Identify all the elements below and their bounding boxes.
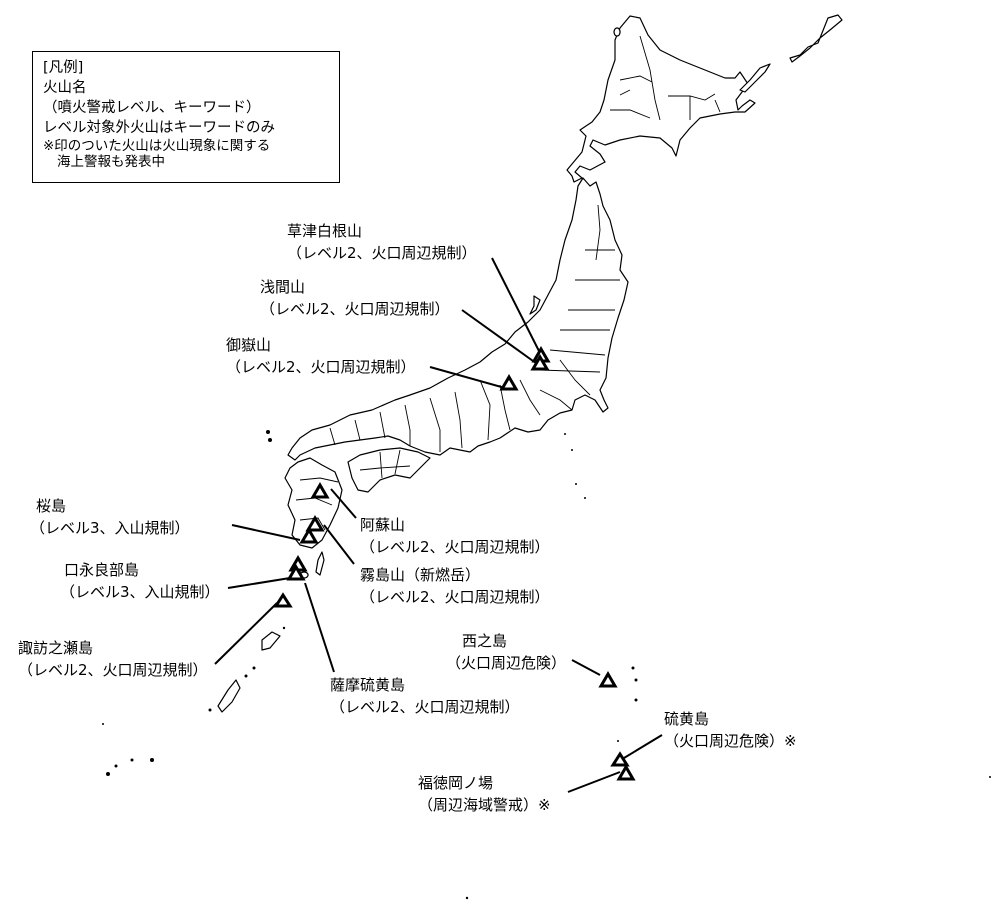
volcano-name: 浅間山 [260, 278, 306, 296]
label-nishinoshima: 西之島 （火口周辺危険） [446, 630, 566, 674]
sado-island [529, 295, 541, 315]
volcano-status: （レベル2、火口周辺規制） [360, 588, 550, 606]
kyushu-landmass [284, 457, 343, 549]
volcano-name: 福徳岡ノ場 [418, 774, 494, 792]
shikoku-borders [359, 449, 411, 479]
volcano-marker-nishinoshima[interactable] [598, 671, 618, 688]
volcano-marker-fukutoku-okanoba[interactable] [616, 764, 636, 781]
tanegashima [315, 551, 325, 576]
volcano-name: 御嶽山 [226, 336, 272, 354]
volcano-status: （レベル2、火口周辺規制） [360, 538, 550, 556]
legend-note-2: 海上警報も発表中 [57, 154, 165, 170]
label-fukutoku-okanoba: 福徳岡ノ場 （周辺海域警戒）※ [418, 772, 551, 816]
leader-lines [214, 257, 663, 793]
legend-note-1: ※印のついた火山は火山現象に関する [43, 138, 271, 154]
label-kusatsu-shirane: 草津白根山 （レベル2、火口周辺規制） [287, 220, 477, 264]
legend-line-name: 火山名 [43, 80, 87, 96]
kuril-island-2 [739, 63, 771, 93]
volcano-name: 霧島山（新燃岳） [360, 566, 481, 584]
volcano-marker-kirishima[interactable] [305, 515, 325, 532]
hokkaido-landmass [566, 15, 756, 183]
volcano-status: （レベル2、火口周辺規制） [18, 661, 208, 679]
volcano-name: 草津白根山 [287, 222, 363, 240]
legend-line-non-level: レベル対象外火山はキーワードのみ [43, 120, 275, 136]
shikoku-landmass [347, 447, 431, 493]
okinawa-island [217, 679, 241, 713]
kuril-island [789, 14, 843, 63]
volcano-name: 阿蘇山 [360, 516, 406, 534]
volcano-name: 薩摩硫黄島 [330, 676, 406, 694]
volcano-marker-sakurajima[interactable] [299, 527, 319, 544]
amami-island [261, 631, 281, 651]
volcano-status: （火口周辺危険） [446, 654, 567, 672]
honshu-prefecture-borders [329, 204, 620, 452]
volcano-marker-ontake[interactable] [499, 374, 519, 391]
volcano-status: （レベル2、火口周辺規制） [226, 358, 416, 376]
volcano-name: 西之島 [462, 632, 508, 650]
hokkaido-border [610, 35, 721, 121]
legend-title: [凡例] [43, 60, 84, 76]
volcano-status: （レベル3、入山規制） [60, 583, 220, 601]
label-suwanosejima: 諏訪之瀬島 （レベル2、火口周辺規制） [18, 637, 208, 681]
label-kuchinoerabu: 口永良部島 （レベル3、入山規制） [60, 559, 220, 603]
volcano-name: 諏訪之瀬島 [18, 639, 94, 657]
small-islands [102, 430, 991, 900]
volcano-status: （周辺海域警戒）※ [418, 796, 551, 814]
volcano-status: （火口周辺危険）※ [664, 732, 797, 750]
legend-line-status: （噴火警戒レベル、キーワード） [43, 100, 261, 116]
label-iwoto: 硫黄島 （火口周辺危険）※ [664, 708, 797, 752]
volcano-marker-asama[interactable] [530, 354, 550, 371]
volcano-name: 桜島 [36, 497, 67, 515]
volcano-status: （レベル2、火口周辺規制） [287, 244, 477, 262]
volcano-name: 硫黄島 [664, 710, 710, 728]
label-sakurajima: 桜島 （レベル3、入山規制） [30, 495, 190, 539]
volcano-markers [273, 346, 636, 781]
label-ontake: 御嶽山 （レベル2、火口周辺規制） [226, 334, 416, 378]
legend-box: [凡例] 火山名 （噴火警戒レベル、キーワード） レベル対象外火山はキーワードの… [32, 51, 340, 183]
volcano-status: （レベル2、火口周辺規制） [260, 300, 450, 318]
volcano-name: 口永良部島 [64, 561, 140, 579]
label-kirishima: 霧島山（新燃岳） （レベル2、火口周辺規制） [360, 564, 550, 608]
volcano-marker-suwanosejima[interactable] [273, 592, 293, 608]
volcano-status: （レベル2、火口周辺規制） [330, 698, 520, 716]
volcano-status: （レベル3、入山規制） [30, 519, 190, 537]
volcano-marker-aso[interactable] [310, 482, 330, 499]
rishiri-island [613, 27, 621, 37]
label-asama: 浅間山 （レベル2、火口周辺規制） [260, 276, 450, 320]
honshu-landmass [287, 177, 629, 461]
volcano-marker-satsuma-iwojima[interactable] [286, 564, 306, 581]
label-satsuma-iwojima: 薩摩硫黄島 （レベル2、火口周辺規制） [330, 674, 520, 718]
label-aso: 阿蘇山 （レベル2、火口周辺規制） [360, 514, 550, 558]
volcano-marker-iwoto[interactable] [610, 751, 630, 767]
